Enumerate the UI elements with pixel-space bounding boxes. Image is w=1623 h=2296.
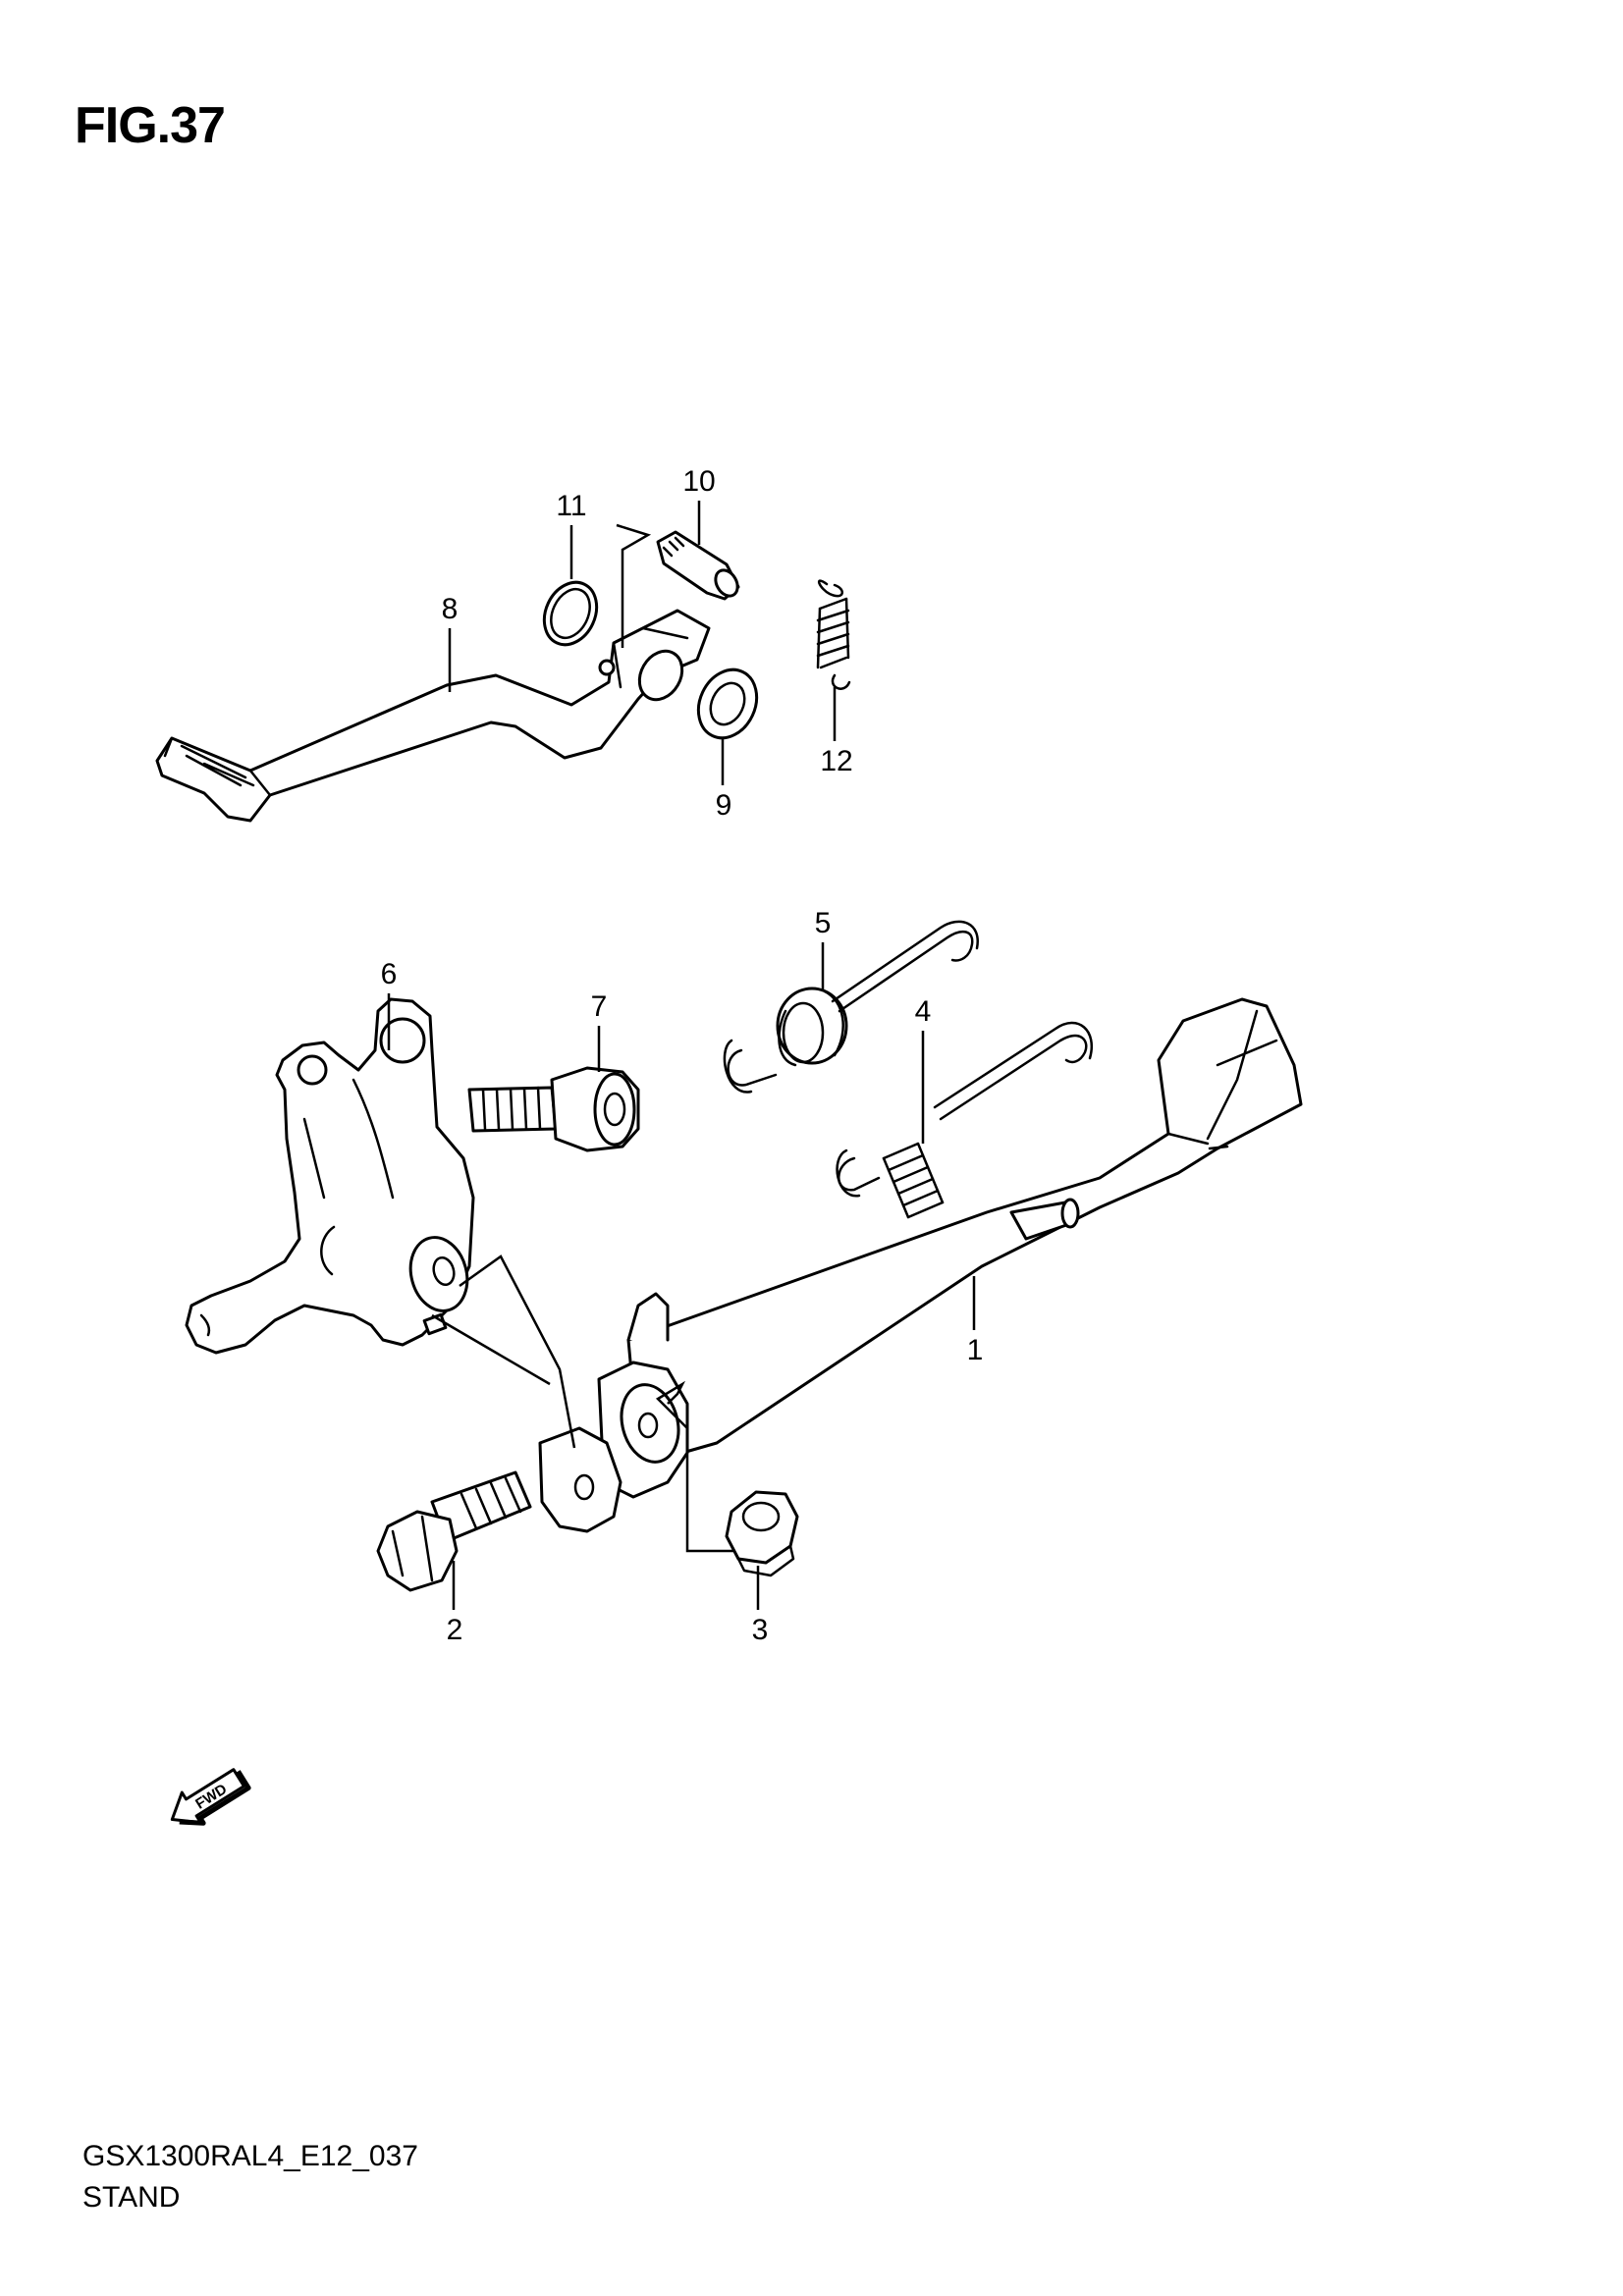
assembly-line [459, 1255, 576, 1449]
small-spring-part [816, 579, 851, 690]
circlip-part [542, 580, 599, 647]
assembly-line [431, 1313, 551, 1386]
callout-11: 11 [556, 490, 586, 522]
brake-pedal-part [155, 609, 711, 823]
callout-2: 2 [447, 1614, 463, 1646]
figure-title: FIG.37 [75, 97, 226, 154]
assembly-line [655, 1380, 734, 1553]
stand-nut-part [725, 1490, 799, 1577]
upper-stand-spring-part [723, 920, 979, 1094]
callout-9: 9 [716, 789, 732, 822]
callout-1: 1 [967, 1334, 984, 1366]
washer-part [696, 667, 759, 740]
pin-part [656, 530, 740, 601]
figure-code: GSX1300RAL4_E12_037 [82, 2140, 418, 2172]
bracket-part [185, 997, 475, 1355]
callout-8: 8 [442, 593, 459, 625]
figure-name: STAND [82, 2181, 181, 2214]
callout-5: 5 [815, 907, 832, 939]
callout-4: 4 [915, 995, 932, 1028]
assembly-line [616, 523, 652, 648]
callout-6: 6 [381, 958, 398, 990]
callout-3: 3 [752, 1614, 769, 1646]
lower-stand-spring-part [836, 1021, 1093, 1219]
fwd-arrow-icon: FWD [170, 1768, 251, 1826]
callout-12: 12 [820, 745, 852, 777]
side-stand-part [538, 997, 1303, 1533]
pivot-bolt-part [376, 1470, 532, 1592]
callout-7: 7 [591, 990, 608, 1023]
bracket-bolt-part [467, 1066, 640, 1152]
callout-10: 10 [682, 465, 715, 498]
